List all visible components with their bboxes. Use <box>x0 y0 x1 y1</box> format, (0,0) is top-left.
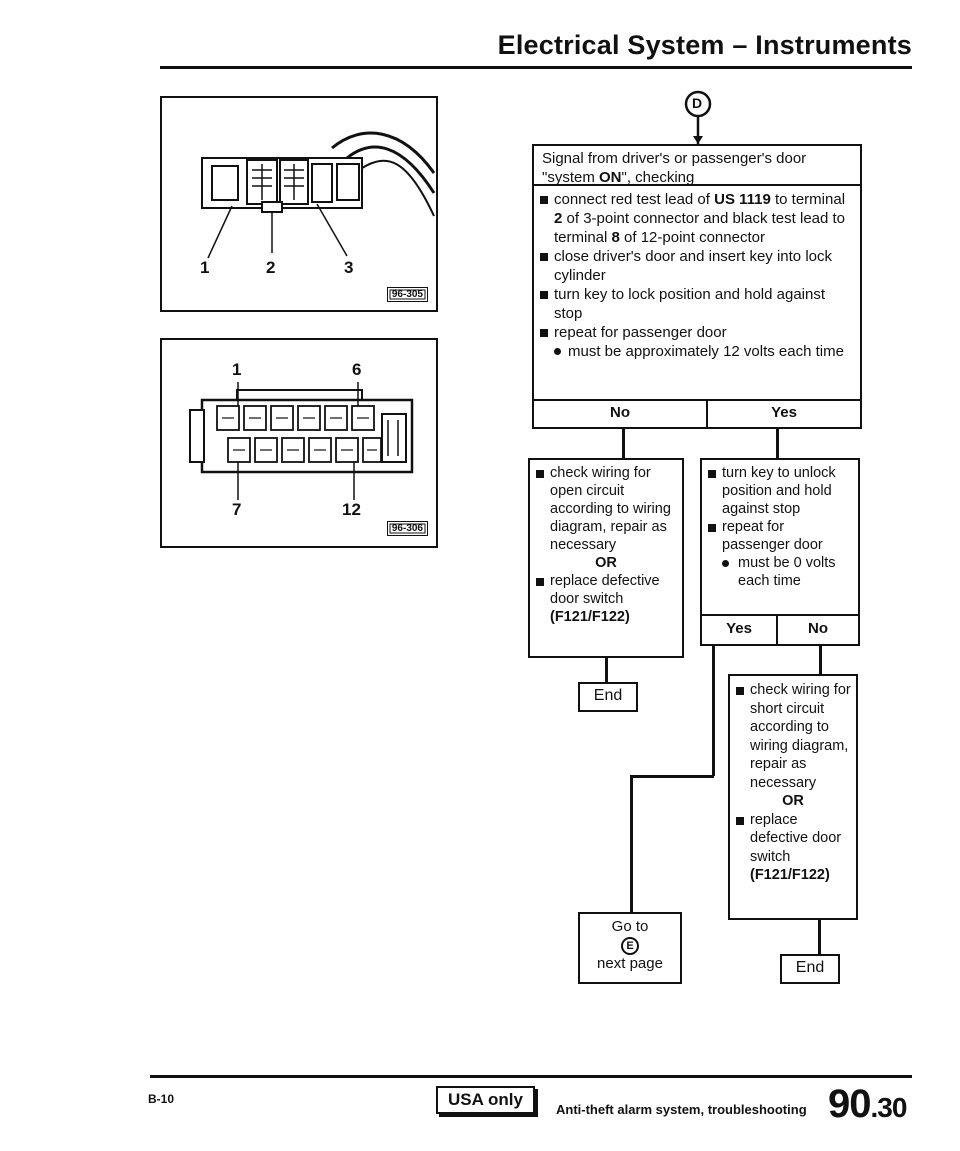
figure-label: 96-305 <box>386 287 428 302</box>
connector-3-point-illustration <box>201 131 436 259</box>
main-check-box: Signal from driver's or passenger's door… <box>532 144 862 429</box>
pin-label-7: 7 <box>232 500 242 519</box>
open-circuit-box: check wiring for open circuit according … <box>528 458 684 658</box>
section-title: Anti-theft alarm system, troubleshooting <box>556 1102 807 1117</box>
check-open-circuit: check wiring for open circuit according … <box>534 464 678 554</box>
page-reference: B-10 <box>148 1092 175 1106</box>
or-label: OR <box>595 555 617 571</box>
unlock-branch-row: Yes No <box>702 614 858 644</box>
goto-label: Go to <box>611 918 649 935</box>
step-turn-key: turn key to lock position and hold again… <box>538 285 854 323</box>
connector-line <box>819 646 822 674</box>
signal-header: Signal from driver's or passenger's door… <box>534 146 860 186</box>
pin-label-3: 3 <box>344 258 354 277</box>
pin-label-6: 6 <box>352 360 362 379</box>
end-box-open-circuit: End <box>578 682 638 712</box>
signal-line-2: "system ON", checking <box>542 169 695 186</box>
goto-next-page: next page <box>597 955 663 972</box>
step-repeat-passenger: repeat for passenger door <box>538 323 854 342</box>
short-circuit-box: check wiring for short circuit according… <box>728 674 858 920</box>
replace-switch: replace defective door switch (F121/F122… <box>734 811 852 885</box>
page-title: Electrical System – Instruments <box>497 30 912 60</box>
usa-only-badge: USA only <box>436 1086 535 1114</box>
unlock-check-box: turn key to unlock position and hold aga… <box>700 458 860 646</box>
goto-marker: E <box>621 937 639 955</box>
step-close-door: close driver's door and insert key into … <box>538 247 854 285</box>
connector-line <box>605 658 608 682</box>
step-repeat-passenger-door: repeat for passenger door <box>706 518 854 554</box>
step-expected-12v: must be approximately 12 volts each time <box>538 342 854 361</box>
figure-label: 96-306 <box>386 521 428 536</box>
branch-no: No <box>534 401 708 427</box>
header-rule <box>160 66 912 69</box>
connector-line <box>630 775 633 913</box>
start-marker-letter: D <box>692 95 703 111</box>
connector-12-point-illustration <box>189 382 414 500</box>
figure-3-point-connector: 1 2 3 96-305 <box>160 96 438 312</box>
step-unlock: turn key to unlock position and hold aga… <box>706 464 854 518</box>
pin-label-1: 1 <box>232 360 242 379</box>
or-label: OR <box>782 793 804 809</box>
pin-label-12: 12 <box>342 500 361 519</box>
check-short-circuit: check wiring for short circuit according… <box>734 681 852 792</box>
connector-line <box>630 775 714 778</box>
connector-line <box>776 429 779 459</box>
pin-label-1: 1 <box>200 258 210 277</box>
start-marker-pin <box>684 90 712 144</box>
connector-line <box>622 429 625 459</box>
goto-next-page-box: Go to E next page <box>578 912 682 984</box>
connector-line <box>712 646 715 776</box>
figure-12-point-connector: 1 6 7 12 96-306 <box>160 338 438 548</box>
pin-label-2: 2 <box>266 258 276 277</box>
connector-line <box>818 920 821 954</box>
branch-no: No <box>808 620 828 637</box>
step-expected-0v: must be 0 volts each time <box>706 554 854 590</box>
section-number: 90.30 <box>828 1082 907 1126</box>
footer-rule <box>150 1075 912 1078</box>
step-connect-test-lead: connect red test lead of US 1119 to term… <box>538 190 854 247</box>
end-box-short-circuit: End <box>780 954 840 984</box>
main-branch-row: No Yes <box>534 399 860 427</box>
signal-line-1: Signal from driver's or passenger's door <box>542 150 807 167</box>
replace-switch: replace defective door switch (F121/F122… <box>534 572 678 626</box>
branch-yes: Yes <box>771 404 797 421</box>
branch-yes: Yes <box>702 616 778 644</box>
